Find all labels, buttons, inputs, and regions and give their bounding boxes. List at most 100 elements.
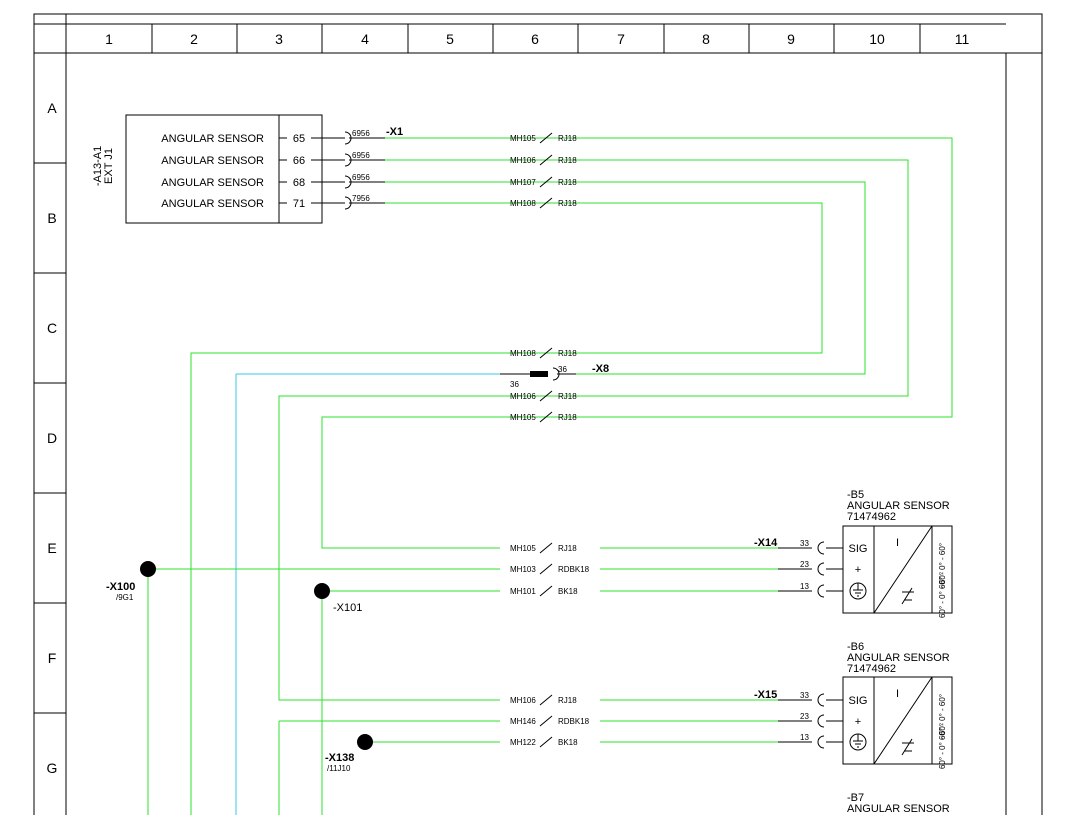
wire-id: MH103 — [510, 565, 536, 574]
sensor-name: ANGULAR SENSOR — [847, 652, 950, 664]
wire-id: MH101 — [510, 587, 536, 596]
sensor-plus: + — [855, 716, 861, 728]
sensor-ref: -B6 — [847, 641, 864, 653]
wire-labels-f: MH106 RJ18 MH146 RDBK18 MH122 BK18 — [510, 694, 590, 748]
sensor-name: ANGULAR SENSOR — [847, 500, 950, 512]
connector-x15-label: -X15 — [754, 689, 777, 701]
column-label: 10 — [869, 31, 885, 47]
column-dividers — [34, 23, 1006, 53]
module-row-label: ANGULAR SENSOR — [161, 155, 264, 167]
sensor-range-bottom: 60° - 0° - 60° — [938, 572, 947, 618]
connector-pin: 6956 — [352, 129, 370, 138]
sensor-pin: 13 — [800, 582, 809, 591]
column-label: 3 — [275, 31, 283, 47]
row-dividers — [34, 162, 66, 714]
sensor-sig: SIG — [849, 543, 868, 555]
wire-color: RJ18 — [558, 156, 577, 165]
x8-pin-right: 36 — [558, 365, 567, 374]
column-label: 2 — [190, 31, 198, 47]
wire-id: MH105 — [510, 544, 536, 553]
module-pin: 66 — [293, 155, 305, 167]
ecu-module: -A13-A1 EXT J1 ANGULAR SENSOR ANGULAR SE… — [92, 114, 345, 224]
junction-x100-label: -X100 — [106, 581, 135, 593]
x8-terminal — [530, 371, 548, 377]
wire-id: MH106 — [510, 392, 536, 401]
wire-labels-e: MH105 RJ18 MH103 RDBK18 MH101 BK18 — [510, 542, 590, 597]
wire-color: RJ18 — [558, 199, 577, 208]
column-label: 7 — [617, 31, 625, 47]
wire-id: MH108 — [510, 349, 536, 358]
sensor-pin: 13 — [800, 733, 809, 742]
wire-id: MH106 — [510, 156, 536, 165]
sensor-b7: -B7 ANGULAR SENSOR — [847, 792, 950, 815]
row-labels: A B C D E F G — [47, 100, 58, 776]
row-label: A — [47, 100, 57, 116]
x8-pin-left: 36 — [510, 380, 519, 389]
sensor-i: I — [896, 537, 899, 549]
column-labels: 1 2 3 4 5 6 7 8 9 10 11 — [105, 31, 969, 47]
column-label: 5 — [446, 31, 454, 47]
sensor-plus: + — [855, 564, 861, 576]
junction-x100-ref: /9G1 — [116, 593, 134, 602]
sensor-pin: 23 — [800, 712, 809, 721]
connector-label: -X1 — [386, 126, 403, 138]
sensor-range-bottom: 60° - 0° - 60° — [938, 723, 947, 769]
wire-id: MH105 — [510, 413, 536, 422]
connector-pin: 6956 — [352, 151, 370, 160]
sensor-range-top: 60° - 0° - 60° — [938, 543, 947, 589]
wire-color: BK18 — [558, 587, 578, 596]
row-label: E — [47, 540, 56, 556]
wire-color: RJ18 — [558, 413, 577, 422]
module-row-label: ANGULAR SENSOR — [161, 198, 264, 210]
row-label: F — [48, 650, 57, 666]
column-label: 11 — [955, 31, 970, 47]
sensor-b6: -B6 ANGULAR SENSOR 71474962 -X15 33 23 1… — [754, 641, 953, 769]
wire-id: MH108 — [510, 199, 536, 208]
sensor-i: I — [896, 688, 899, 700]
connector-x14-label: -X14 — [754, 537, 778, 549]
wire-color: RDBK18 — [558, 565, 590, 574]
wire-id: MH107 — [510, 178, 536, 187]
sensor-pin: 33 — [800, 691, 809, 700]
junction-x101-label: -X101 — [333, 602, 362, 614]
sensor-range-top: 60° - 0° - 60° — [938, 694, 947, 740]
wire-color: RJ18 — [558, 349, 577, 358]
module-pin: 68 — [293, 177, 305, 189]
sheet-frame — [33, 13, 1043, 815]
column-label: 1 — [105, 31, 113, 47]
junction-x138 — [357, 734, 373, 750]
junctions: -X100 /9G1 -X101 -X138 /11J10 — [106, 561, 373, 773]
wire-color: RJ18 — [558, 544, 577, 553]
column-label: 9 — [787, 31, 795, 47]
wire-color: BK18 — [558, 738, 578, 747]
module-row-label: ANGULAR SENSOR — [161, 133, 264, 145]
column-label: 4 — [361, 31, 369, 47]
junction-x138-ref: /11J10 — [327, 764, 351, 773]
connector-pin: 7956 — [352, 194, 370, 203]
wire-id: MH105 — [510, 134, 536, 143]
sensor-name: ANGULAR SENSOR — [847, 803, 950, 815]
junction-x100 — [140, 561, 156, 577]
row-label: B — [47, 210, 56, 226]
module-row-label: ANGULAR SENSOR — [161, 177, 264, 189]
sensor-pin: 33 — [800, 539, 809, 548]
wire-color: RJ18 — [558, 696, 577, 705]
sensor-ref: -B5 — [847, 489, 864, 501]
wire-runs — [147, 137, 953, 815]
module-ref-sub: EXT J1 — [103, 148, 115, 184]
connector-x1: 6956 6956 6956 7956 -X1 — [344, 126, 403, 210]
wire-color: RJ18 — [558, 178, 577, 187]
sensor-part: 71474962 — [847, 663, 896, 675]
connector-pin: 6956 — [352, 173, 370, 182]
column-label: 8 — [702, 31, 710, 47]
sensor-sig: SIG — [849, 695, 868, 707]
connector-x8-label: -X8 — [592, 363, 609, 375]
row-label: G — [47, 760, 58, 776]
wire-color: RDBK18 — [558, 717, 590, 726]
column-label: 6 — [531, 31, 539, 47]
module-ref: -A13-A1 — [92, 146, 104, 186]
wire-id: MH106 — [510, 696, 536, 705]
wire-color: RJ18 — [558, 392, 577, 401]
row-label: D — [47, 430, 57, 446]
